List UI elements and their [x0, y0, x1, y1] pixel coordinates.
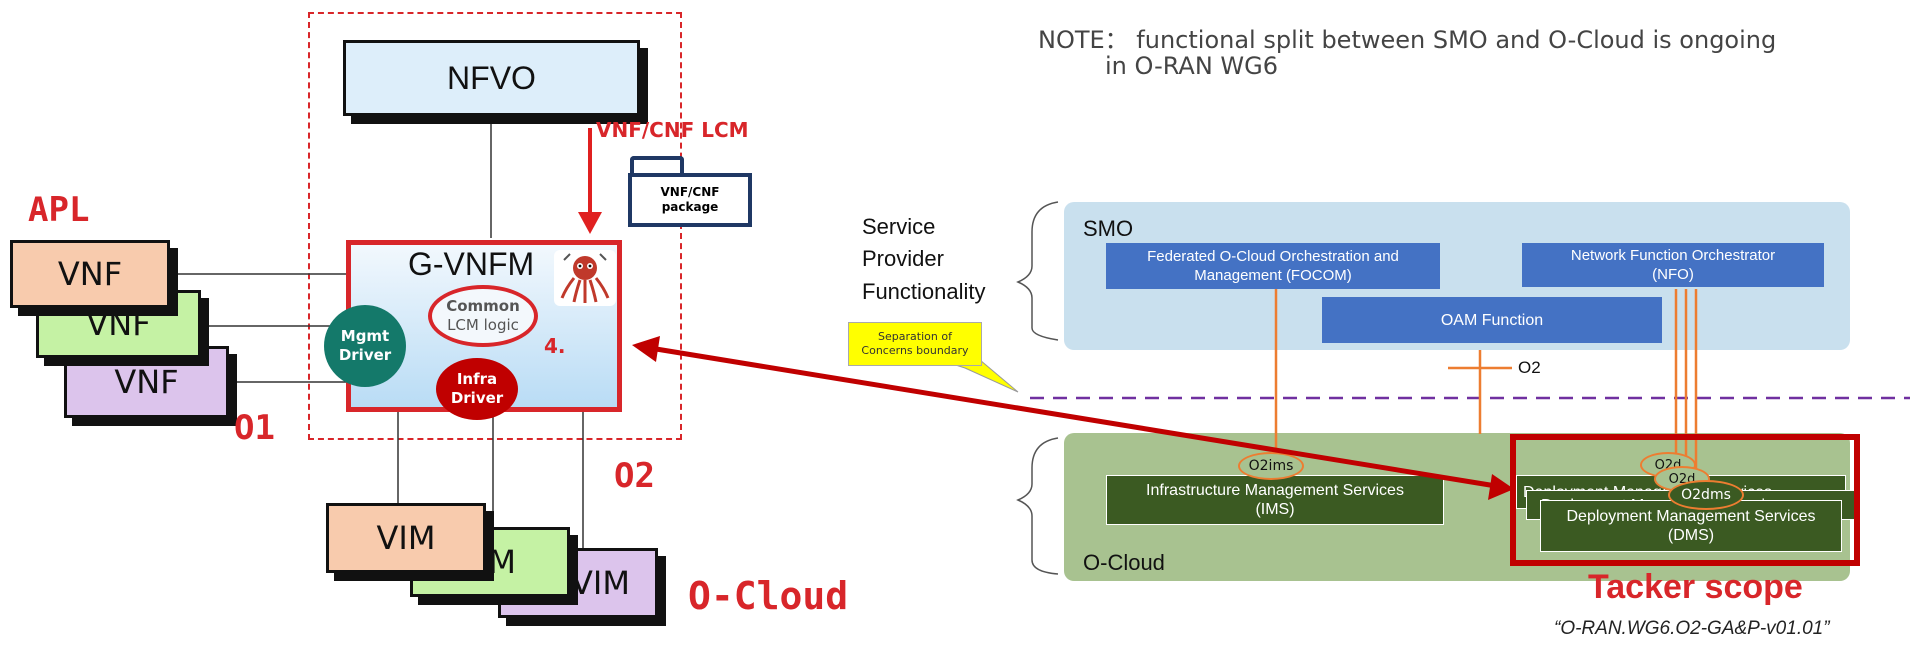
tacker-mascot-icon	[554, 250, 616, 306]
o2ims-label: O2ims	[1248, 458, 1294, 474]
ocloud-left-label: O-Cloud	[688, 574, 849, 618]
tacker-scope-box	[1510, 434, 1860, 566]
oam-label: OAM Function	[1440, 311, 1544, 329]
focom-box: Federated O-Cloud Orchestration and Mana…	[1106, 243, 1440, 289]
nfo-box: Network Function Orchestrator (NFO)	[1522, 243, 1824, 287]
ocloud-title: O-Cloud	[1083, 550, 1165, 575]
vim-label-3: VIM	[571, 564, 630, 602]
mgmt-line1: Mgmt	[340, 327, 390, 345]
ims-label: Infrastructure Management Services (IMS)	[1146, 482, 1404, 518]
o2ims-oval: O2ims	[1238, 452, 1304, 480]
o2-label: O2	[614, 456, 655, 496]
vnf-label-2: VNF	[86, 305, 151, 343]
common-line2: LCM logic	[447, 316, 519, 334]
common-lcm-logic: Common LCM logic	[428, 285, 538, 347]
separation-line1: Separation of	[878, 330, 952, 343]
separation-callout: Separation of Concerns boundary	[848, 322, 982, 366]
infra-line2: Driver	[450, 389, 504, 407]
vnf-label-1: VNF	[57, 255, 123, 293]
focom-label: Federated O-Cloud Orchestration and Mana…	[1147, 248, 1399, 284]
nfo-label: Network Function Orchestrator (NFO)	[1570, 247, 1776, 283]
vim-box-1: VIM	[326, 503, 486, 573]
smo-title: SMO	[1083, 216, 1134, 241]
gvnfm-label: G-VNFM	[408, 246, 535, 282]
package-line1: VNF/CNF	[660, 185, 720, 199]
service-provider-line1: Service	[862, 214, 936, 239]
common-line1: Common	[446, 297, 520, 315]
o1-label: O1	[234, 408, 275, 448]
package-line2: package	[661, 200, 719, 214]
tacker-scope-label: Tacker scope	[1588, 568, 1803, 606]
o2dms-oval-3: O2dms	[1668, 480, 1744, 510]
nfvo-label: NFVO	[447, 59, 536, 96]
vnf-box-3: VNF	[64, 346, 229, 418]
service-provider-line2: Provider	[862, 246, 944, 271]
o2-interface-label: O2	[1518, 358, 1541, 377]
mgmt-line2: Driver	[338, 346, 392, 364]
note-line1: NOTE： functional split between SMO and O…	[1038, 26, 1777, 54]
step-number: 4.	[544, 334, 566, 358]
vnf-box-1: VNF	[10, 240, 170, 308]
service-provider-line3: Functionality	[862, 279, 986, 304]
note-line2: in O-RAN WG6	[1105, 52, 1279, 80]
mgmt-driver: Mgmt Driver	[324, 305, 406, 387]
dms-front-label: Deployment Management Services (DMS)	[1566, 508, 1816, 544]
infra-driver: Infra Driver	[436, 358, 518, 420]
vnf-cnf-package: VNF/CNF package	[628, 173, 752, 227]
citation: “O-RAN.WG6.O2-GA&P-v01.01”	[1554, 618, 1830, 639]
infra-line1: Infra	[456, 370, 498, 388]
nfvo-box: NFVO	[343, 40, 640, 116]
oam-box: OAM Function	[1322, 297, 1662, 343]
vim-label-1: VIM	[376, 519, 436, 557]
o2dms-label-3: O2dms	[1681, 487, 1731, 503]
vnf-cnf-lcm-label: VNF/CNF LCM	[596, 118, 749, 142]
separation-line2: Concerns boundary	[861, 344, 969, 357]
apl-label: APL	[28, 190, 90, 230]
vnf-label-3: VNF	[114, 363, 179, 401]
